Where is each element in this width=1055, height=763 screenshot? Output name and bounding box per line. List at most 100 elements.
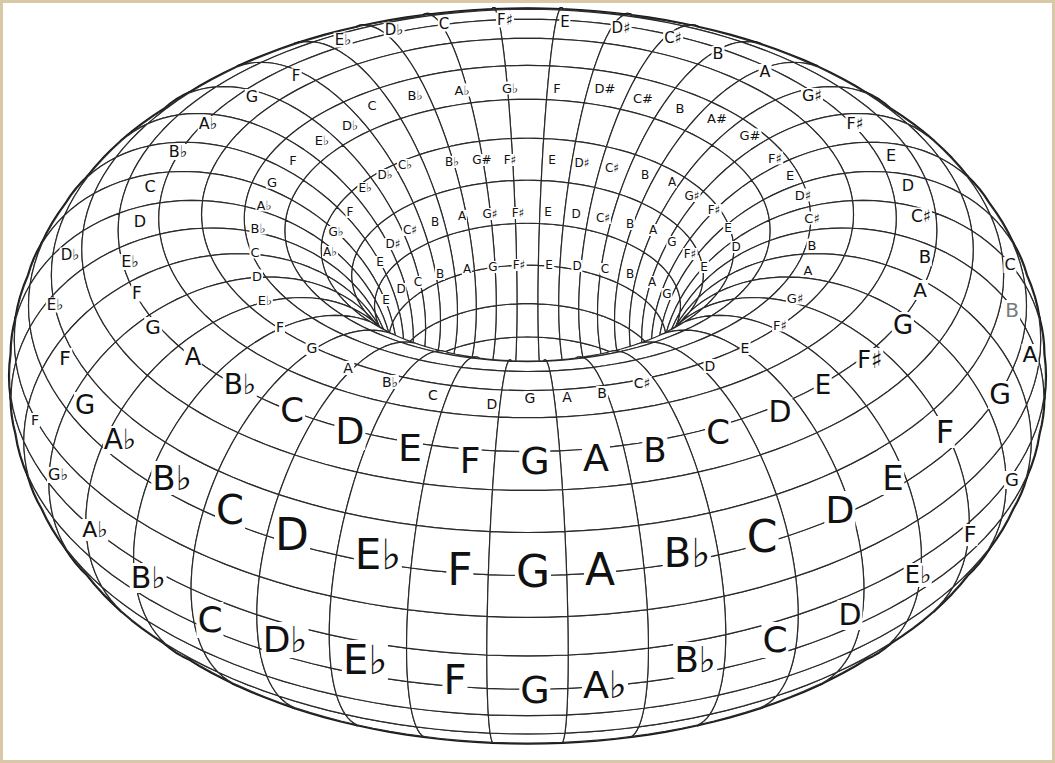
note-label: G# — [739, 129, 762, 142]
note-label: D♭ — [384, 23, 405, 38]
note-label: G — [519, 442, 550, 480]
note-label: B — [918, 248, 932, 266]
torus-cell — [455, 271, 476, 315]
note-label: G♯ — [481, 208, 498, 220]
note-label: D♯ — [384, 238, 401, 250]
note-label: A♭ — [453, 84, 470, 97]
note-label: A♭ — [198, 116, 219, 132]
note-label: C♯ — [604, 162, 620, 174]
note-label: B♭ — [406, 89, 423, 102]
torus-cell-outline — [553, 386, 613, 417]
torus-cell-outline — [499, 390, 557, 418]
torus-cell — [441, 386, 501, 417]
torus-cell — [490, 733, 565, 743]
note-label: A♭ — [81, 519, 108, 541]
note-label: E♭ — [314, 134, 330, 147]
torus-cell — [502, 371, 553, 391]
note-label: E — [723, 222, 733, 234]
note-label: A — [584, 548, 616, 592]
note-label: E♭ — [342, 640, 388, 680]
note-label: G♯ — [683, 190, 700, 202]
note-label: C — [1003, 257, 1016, 273]
torus-cell-outline — [455, 271, 476, 315]
torus-cell-outline — [508, 99, 546, 138]
torus-cell — [407, 610, 488, 655]
note-label: B — [430, 216, 440, 228]
note-label: E♭ — [120, 254, 140, 270]
note-label: B — [675, 102, 686, 115]
torus-cell — [488, 715, 566, 734]
torus-cell — [508, 99, 546, 138]
torus-cell-outline — [441, 386, 501, 417]
note-label: B — [596, 386, 608, 400]
note-label: F♯ — [512, 259, 527, 271]
torus-cell — [487, 616, 568, 655]
torus-cell-outline — [474, 267, 496, 309]
note-label: E♭ — [257, 294, 273, 307]
note-label: G — [306, 341, 319, 355]
note-label: G — [988, 381, 1012, 409]
note-label: E♭ — [354, 534, 402, 576]
note-label: E — [881, 461, 904, 495]
torus-cell-outline — [538, 304, 560, 339]
note-label: E♭ — [46, 298, 65, 313]
note-label: C# — [632, 92, 654, 105]
note-label: A♭ — [582, 666, 628, 704]
note-label: C♯ — [402, 224, 418, 236]
note-label: C — [761, 622, 788, 658]
note-label: C♯ — [595, 212, 611, 224]
note-label: A — [1021, 344, 1038, 366]
note-label: G — [487, 261, 498, 273]
note-label: B — [642, 433, 667, 467]
note-label: G# — [471, 154, 492, 166]
note-label: F — [58, 348, 72, 368]
torus-cell-outline — [568, 610, 649, 655]
note-label: G — [666, 236, 677, 248]
note-label: D — [486, 397, 499, 411]
note-label: C — [413, 276, 423, 288]
torus-cell-outline — [502, 371, 553, 391]
torus-cell — [202, 201, 246, 231]
note-label: F♯ — [707, 204, 722, 216]
white-plate — [3, 3, 1052, 760]
torus-cell-outline — [562, 484, 638, 532]
torus-cell-outline — [538, 265, 560, 305]
torus-cell-outline — [579, 309, 600, 348]
note-label: G — [74, 392, 96, 418]
note-label: B♭ — [444, 156, 460, 168]
note-label: C♯ — [633, 376, 652, 390]
torus-cell-outline — [407, 610, 488, 655]
note-label: E — [814, 372, 832, 398]
torus-cell — [495, 304, 517, 339]
torus-cell — [562, 484, 638, 532]
note-label: A — [462, 263, 472, 275]
torus-cell-outline — [202, 201, 246, 231]
torus-cell — [559, 306, 581, 343]
torus-cell — [455, 309, 476, 348]
torus-cell-outline — [502, 38, 553, 66]
note-label: B♭ — [223, 371, 257, 399]
note-label: F — [275, 320, 285, 334]
torus-cell — [553, 386, 613, 417]
note-label: D♭ — [262, 622, 309, 658]
note-label: C — [143, 179, 156, 195]
torus-cell — [474, 267, 496, 309]
note-label: E — [375, 256, 385, 268]
note-label: C♯ — [663, 31, 683, 46]
note-label: B — [625, 268, 635, 280]
note-label: D — [570, 208, 581, 220]
note-label: D — [274, 513, 310, 557]
torus-cell — [203, 471, 278, 536]
note-label: B♭ — [663, 533, 711, 573]
note-label: G — [245, 89, 259, 105]
note-label: G — [661, 288, 672, 300]
torus-grid — [10, 9, 1046, 744]
note-label: B♭ — [151, 461, 192, 495]
note-label: D♯ — [794, 189, 812, 202]
note-label: E — [397, 429, 423, 467]
note-label: D♭ — [341, 119, 359, 132]
note-label: F — [30, 413, 40, 427]
torus-cell-outline — [488, 715, 566, 734]
note-label: F — [442, 660, 467, 700]
